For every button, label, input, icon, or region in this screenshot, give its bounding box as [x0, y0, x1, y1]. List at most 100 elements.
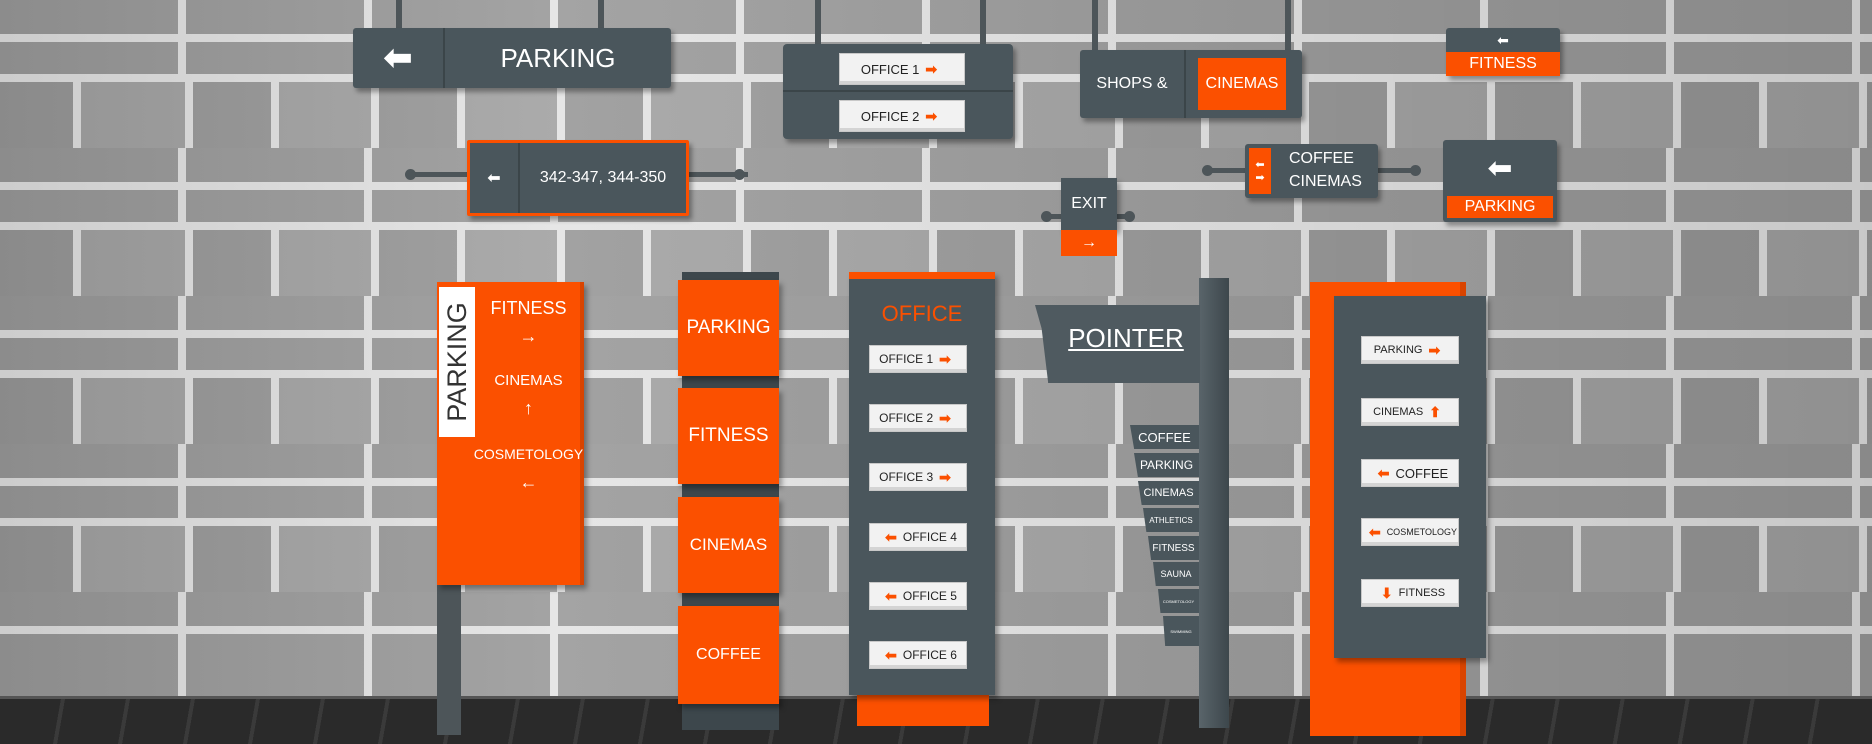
exit-sign: EXIT: [1061, 178, 1117, 230]
parking-label: PARKING: [500, 42, 616, 73]
hanger-rod: [1092, 0, 1098, 52]
arrow-left-icon: ⬅: [470, 143, 520, 213]
arrow-left-icon: ⬅: [1377, 464, 1390, 481]
arrow-up-icon: ↑: [524, 398, 533, 418]
hanger-rod: [396, 0, 402, 30]
directory-sign: PARKING ➡ CINEMAS ⬆ ⬅COFFEE ⬅ COSMETOLOGY ⬇…: [1334, 296, 1486, 658]
office-6-label: OFFICE 6: [902, 648, 957, 662]
office-1-label: OFFICE 1: [879, 352, 934, 366]
exit-arrow-icon: →: [1061, 230, 1117, 256]
parking-label: PARKING: [1447, 196, 1553, 218]
pointer-sign: POINTER: [1035, 305, 1200, 383]
mount-knob: [405, 169, 416, 180]
mount-knob: [1202, 165, 1213, 176]
arrow-left-icon: ⬅: [885, 528, 897, 545]
mount-knob: [1041, 211, 1052, 222]
blade-parking: PARKING: [1134, 453, 1199, 477]
office-6-chip: ⬅ OFFICE 6: [869, 641, 967, 669]
rooms-sign: ⬅ 342-347, 344-350: [467, 140, 689, 216]
stack-coffee-block: COFFEE: [678, 606, 779, 704]
blade-sauna: SAUNA: [1153, 562, 1199, 586]
shops-label: SHOPS &: [1080, 50, 1186, 118]
shops-cinemas-sign: SHOPS & CINEMAS: [1080, 50, 1302, 118]
directory-cinemas-chip: CINEMAS ⬆: [1361, 398, 1459, 426]
rooms-label: 342-347, 344-350: [539, 169, 667, 186]
pylon-post: [437, 585, 461, 735]
arrow-left-icon: ⬅: [353, 28, 445, 88]
coffee-cinemas-sign: ⬅➡ COFFEE CINEMAS: [1245, 144, 1378, 198]
office-2-label: OFFICE 2: [879, 411, 934, 425]
hanger-rod: [1285, 0, 1291, 52]
arrow-left-icon: ⬅: [885, 646, 897, 663]
pylon-parking-sign: PARKING FITNESS → CINEMAS ↑ COSMETOLOGY …: [437, 282, 584, 585]
arrow-right-icon: ➡: [1428, 341, 1441, 358]
office-2-chip: OFFICE 2 ➡: [869, 404, 967, 432]
arrow-down-icon: ⬇: [1380, 584, 1393, 601]
blade-swimming: SWIMMING: [1163, 616, 1199, 646]
office-1-label: OFFICE 1: [860, 61, 920, 77]
blade-cosmetology: COSMETOLOGY: [1158, 589, 1199, 613]
arrow-left-icon: ←: [519, 472, 538, 492]
stack-parking-block: PARKING: [678, 280, 779, 376]
mount-knob: [734, 169, 745, 180]
parking-hanging-sign: ⬅ PARKING: [353, 28, 671, 88]
office-3-chip: OFFICE 3 ➡: [869, 463, 967, 491]
arrow-up-icon: ⬆: [1429, 403, 1441, 420]
office-4-chip: ⬅ OFFICE 4: [869, 523, 967, 551]
office-1-chip: OFFICE 1 ➡: [869, 345, 967, 373]
arrow-right-icon: ➡: [939, 350, 951, 367]
fitness-label: FITNESS: [490, 298, 567, 318]
arrow-right-icon: ➡: [925, 60, 938, 77]
stack-cinemas-block: CINEMAS: [678, 497, 779, 593]
office-5-label: OFFICE 5: [902, 589, 957, 603]
office-5-chip: ⬅ OFFICE 5: [869, 582, 967, 610]
office-1-chip: OFFICE 1 ➡: [839, 53, 965, 85]
blade-athletics: ATHLETICS: [1143, 508, 1199, 532]
arrow-right-icon: ➡: [925, 107, 938, 124]
cinemas-label: CINEMAS: [494, 372, 563, 389]
parking-vertical-label: PARKING: [441, 302, 472, 422]
arrow-right-icon: ➡: [939, 468, 951, 485]
directory-cosmetology-chip: ⬅ COSMETOLOGY: [1361, 518, 1459, 546]
blade-fitness: FITNESS: [1148, 536, 1199, 560]
parking-label: PARKING: [1373, 344, 1423, 356]
cosmetology-label: COSMETOLOGY: [1386, 527, 1458, 537]
fitness-label: FITNESS: [1398, 587, 1446, 599]
directory-coffee-chip: ⬅COFFEE: [1361, 459, 1459, 487]
office-3-label: OFFICE 3: [879, 470, 934, 484]
cosmetology-label: COSMETOLOGY: [473, 446, 584, 462]
office-2-chip: OFFICE 2 ➡: [839, 100, 965, 132]
office-2-label: OFFICE 2: [860, 108, 920, 124]
mount-knob: [1124, 211, 1135, 222]
office-totem: OFFICE OFFICE 1 ➡ OFFICE 2 ➡ OFFICE 3 ➡ ⬅ OF…: [849, 272, 995, 695]
hanger-rod: [815, 0, 821, 46]
office-4-label: OFFICE 4: [902, 530, 957, 544]
hanger-rod: [980, 0, 986, 46]
fitness-small-sign: ⬅ FITNESS: [1446, 28, 1560, 76]
pointer-post: [1199, 278, 1229, 728]
cinemas-label: CINEMAS: [1373, 406, 1424, 418]
stack-fitness-block: FITNESS: [678, 388, 779, 484]
arrow-left-icon: ⬅: [1487, 151, 1513, 185]
divider: [783, 90, 1013, 92]
blade-cinemas: CINEMAS: [1138, 481, 1199, 505]
cinemas-label: CINEMAS: [1198, 58, 1286, 110]
fitness-label: FITNESS: [1446, 52, 1560, 76]
arrow-left-icon: ⬅: [1497, 31, 1509, 48]
arrow-left-icon: ⬅➡: [1249, 148, 1271, 194]
office-title: OFFICE: [881, 301, 963, 326]
blade-coffee: COFFEE: [1130, 425, 1199, 449]
arrow-left-icon: ⬅: [885, 587, 897, 604]
directory-parking-chip: PARKING ➡: [1361, 336, 1459, 364]
cinemas-label: CINEMAS: [1289, 173, 1362, 190]
hanger-rod: [598, 0, 604, 30]
directory-fitness-chip: ⬇ FITNESS: [1361, 579, 1459, 607]
parking-vertical-panel: PARKING: [439, 287, 475, 437]
pointer-title: POINTER: [1068, 323, 1184, 353]
coffee-label: COFFEE: [1289, 150, 1354, 167]
arrow-left-icon: ⬅: [1368, 523, 1381, 540]
parking-right-sign: ⬅ PARKING: [1443, 140, 1557, 222]
arrow-right-icon: ➡: [939, 409, 951, 426]
arrow-right-icon: →: [519, 326, 538, 346]
mount-knob: [1410, 165, 1421, 176]
